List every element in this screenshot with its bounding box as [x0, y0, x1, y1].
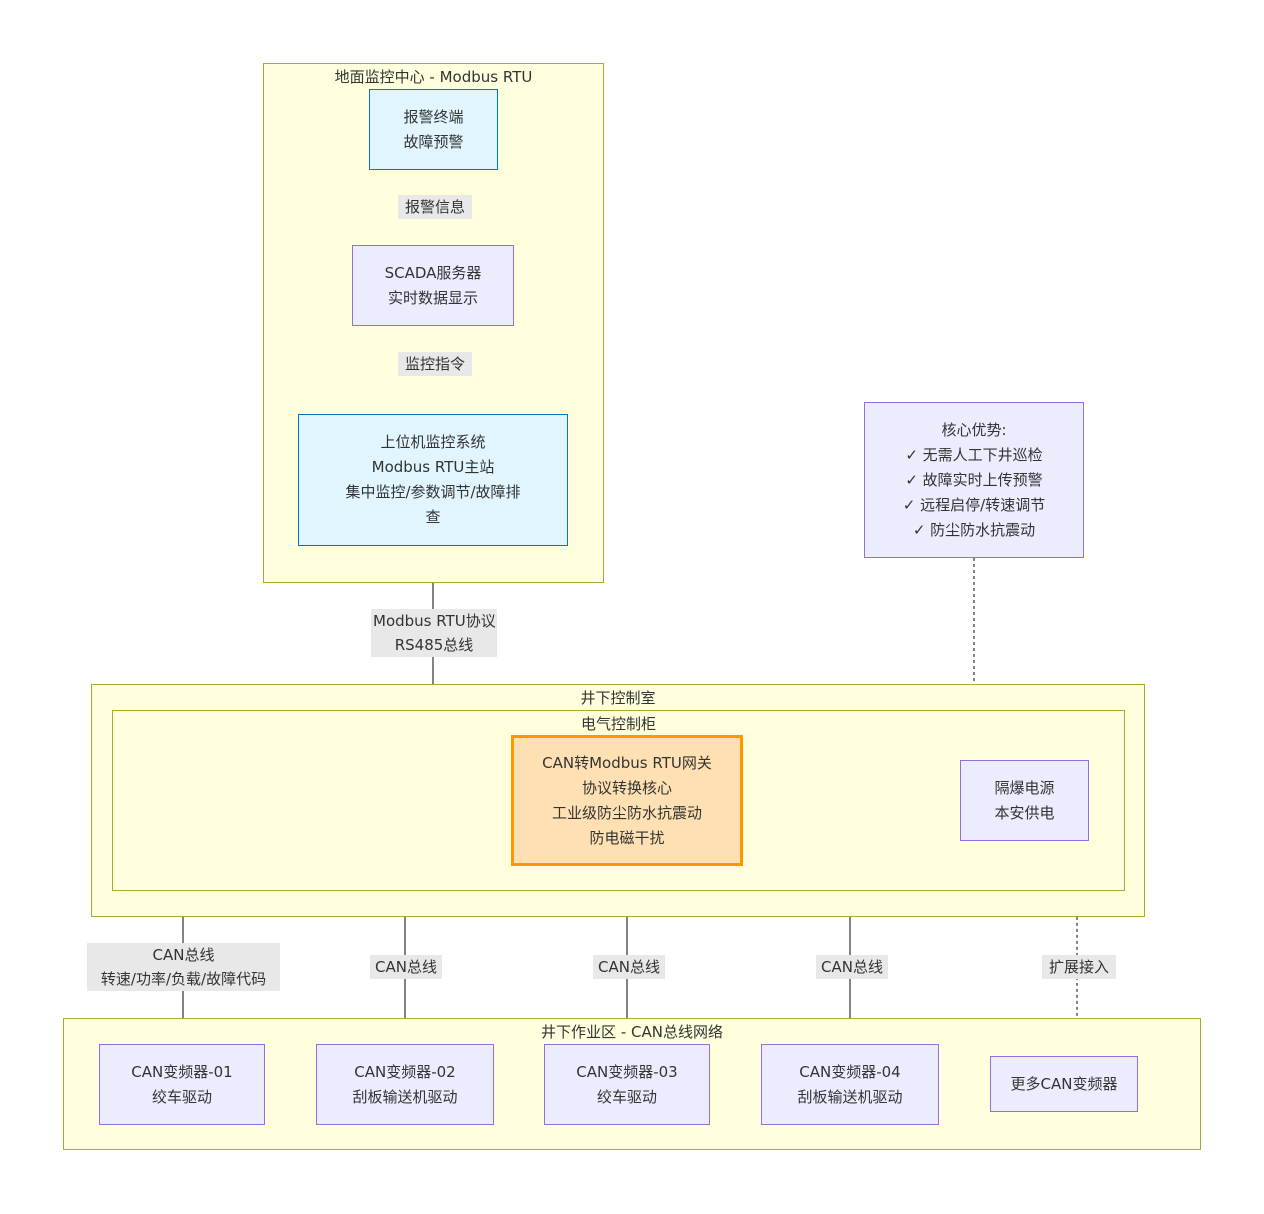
- node-line: ✓ 故障实时上传预警: [905, 470, 1043, 489]
- node-line: 上位机监控系统: [380, 433, 486, 451]
- node-line: CAN变频器-01: [131, 1062, 233, 1081]
- edge-label-alarm-info: 报警信息: [398, 195, 472, 219]
- node-line: 工业级防尘防水抗震动: [551, 803, 702, 822]
- node-line: ✓ 防尘防水抗震动: [912, 520, 1036, 539]
- edge-label-can-bus-3: CAN总线: [593, 955, 665, 979]
- edge-label-line: RS485总线: [394, 636, 474, 654]
- node-line: Modbus RTU主站: [371, 458, 495, 476]
- node-line: CAN变频器-03: [576, 1062, 678, 1081]
- edge-label-can-bus-1: CAN总线 转速/功率/负载/故障代码: [87, 943, 280, 991]
- node-vfd-01[interactable]: CAN变频器-01 绞车驱动: [99, 1044, 265, 1125]
- node-line: ✓ 无需人工下井巡检: [905, 445, 1043, 464]
- node-line: 绞车驱动: [151, 1087, 212, 1106]
- node-line: 报警终端: [403, 107, 464, 126]
- node-host-monitoring-system[interactable]: 上位机监控系统 Modbus RTU主站 集中监控/参数调节/故障排 查: [298, 414, 568, 546]
- node-explosion-proof-power[interactable]: 隔爆电源 本安供电: [960, 760, 1089, 841]
- node-line: 刮板输送机驱动: [352, 1087, 458, 1106]
- node-vfd-03[interactable]: CAN变频器-03 绞车驱动: [544, 1044, 710, 1125]
- edge-label-line: 监控指令: [404, 355, 465, 373]
- node-line: 本安供电: [994, 803, 1055, 822]
- node-line: 隔爆电源: [994, 778, 1055, 797]
- edge-label-expand-access: 扩展接入: [1042, 955, 1116, 979]
- edge-label-modbus-rs485: Modbus RTU协议 RS485总线: [371, 609, 497, 657]
- node-vfd-02[interactable]: CAN变频器-02 刮板输送机驱动: [316, 1044, 494, 1125]
- edge-label-line: CAN总线: [152, 946, 215, 964]
- node-line: 实时数据显示: [387, 288, 478, 307]
- node-core-advantages[interactable]: 核心优势: ✓ 无需人工下井巡检 ✓ 故障实时上传预警 ✓ 远程启停/转速调节 …: [864, 402, 1084, 558]
- cluster-title: 电气控制柜: [580, 715, 656, 733]
- node-line: 查: [425, 508, 441, 526]
- node-line: 协议转换核心: [581, 778, 672, 797]
- node-line: 刮板输送机驱动: [797, 1087, 903, 1106]
- node-line: CAN转Modbus RTU网关: [542, 753, 712, 772]
- node-line: ✓ 远程启停/转速调节: [902, 495, 1046, 514]
- node-vfd-04[interactable]: CAN变频器-04 刮板输送机驱动: [761, 1044, 939, 1125]
- node-can-modbus-gateway[interactable]: CAN转Modbus RTU网关 协议转换核心 工业级防尘防水抗震动 防电磁干扰: [511, 735, 743, 866]
- edge-label-line: 报警信息: [404, 198, 465, 216]
- node-line: 绞车驱动: [596, 1087, 657, 1106]
- cluster-title: 地面监控中心 - Modbus RTU: [334, 68, 533, 86]
- edge-label-line: CAN总线: [375, 958, 437, 976]
- cluster-title: 井下控制室: [580, 689, 656, 707]
- edge-label-line: CAN总线: [598, 958, 660, 976]
- edge-label-can-bus-2: CAN总线: [370, 955, 442, 979]
- cluster-title: 井下作业区 - CAN总线网络: [541, 1023, 723, 1041]
- node-line: 防电磁干扰: [589, 828, 665, 847]
- node-line: CAN变频器-02: [354, 1062, 456, 1081]
- node-line: 故障预警: [403, 132, 464, 151]
- edge-label-line: 扩展接入: [1048, 958, 1109, 976]
- node-line: 集中监控/参数调节/故障排: [345, 483, 521, 501]
- edge-label-line: 转速/功率/负载/故障代码: [100, 970, 267, 988]
- edge-label-line: CAN总线: [821, 958, 883, 976]
- node-line: SCADA服务器: [384, 263, 482, 282]
- node-line: CAN变频器-04: [799, 1062, 901, 1081]
- edge-label-can-bus-4: CAN总线: [816, 955, 888, 979]
- node-more-vfds[interactable]: 更多CAN变频器: [990, 1056, 1138, 1112]
- edge-label-monitor-command: 监控指令: [398, 352, 472, 376]
- node-scada-server[interactable]: SCADA服务器 实时数据显示: [352, 245, 514, 326]
- edge-label-line: Modbus RTU协议: [373, 612, 496, 630]
- node-line: 更多CAN变频器: [1010, 1074, 1118, 1093]
- node-line: 核心优势:: [941, 420, 1007, 439]
- node-alarm-terminal[interactable]: 报警终端 故障预警: [369, 89, 498, 170]
